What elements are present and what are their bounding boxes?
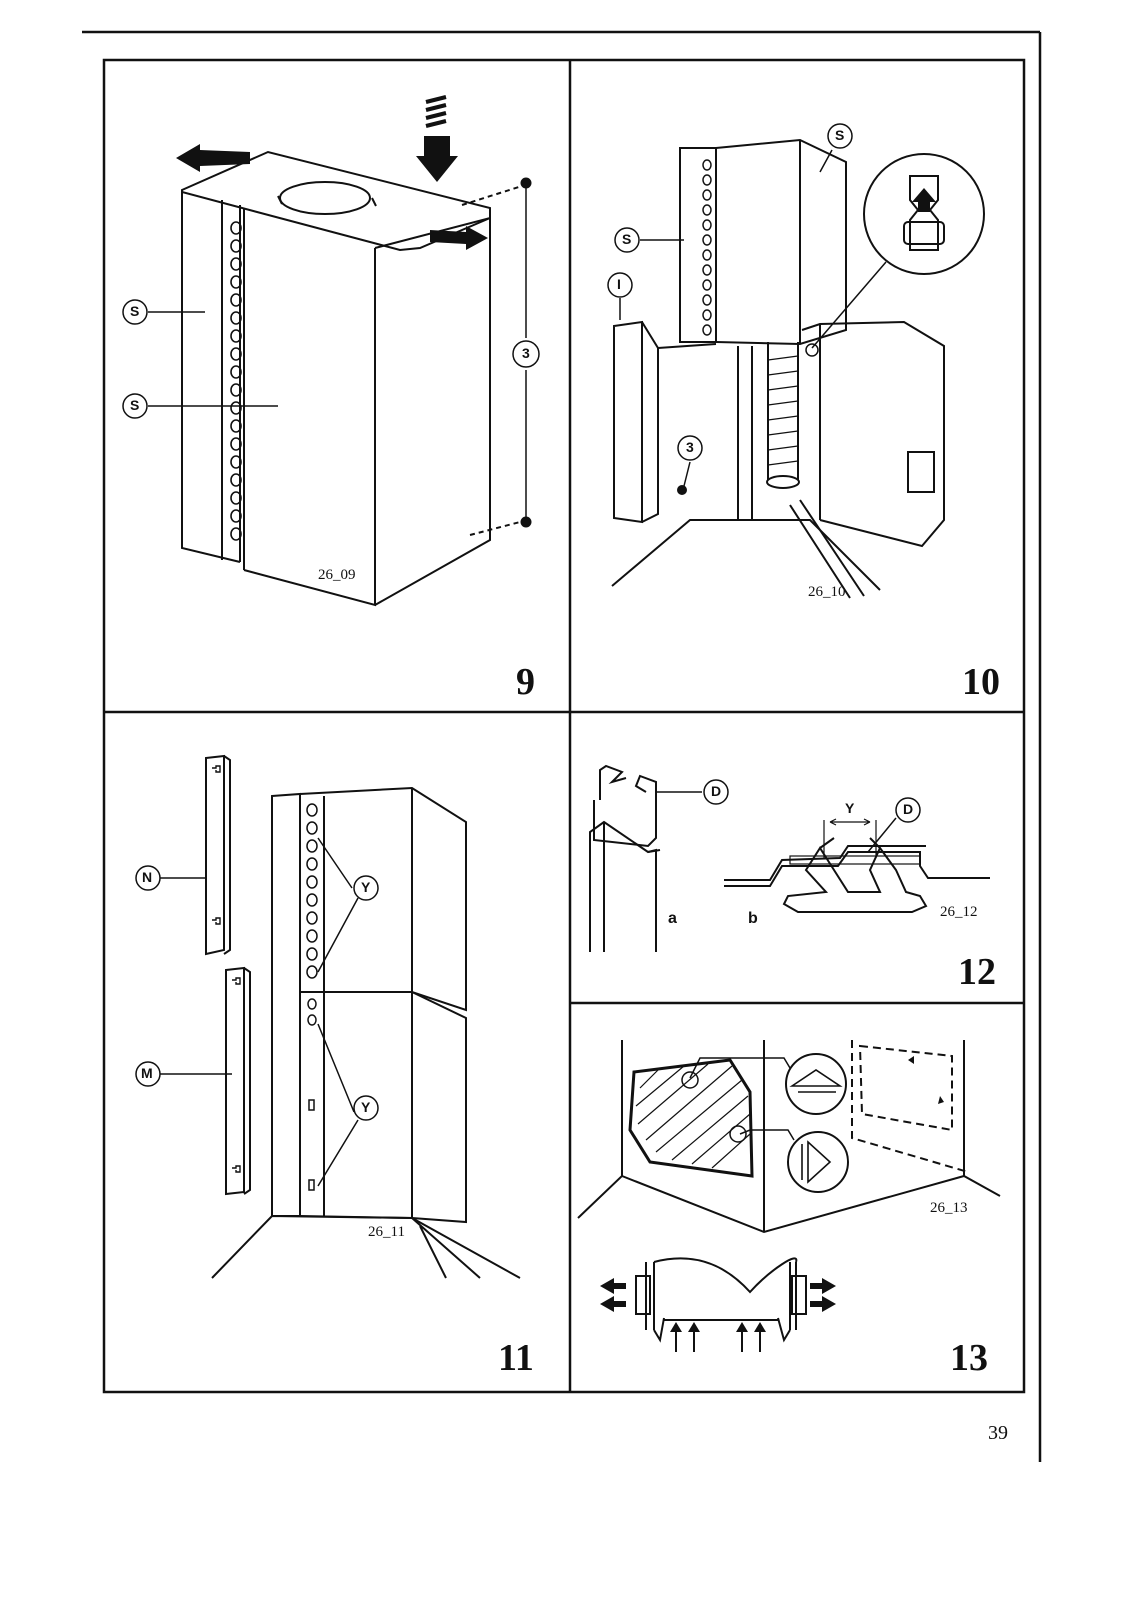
drawing-code: 26_10 <box>808 584 846 600</box>
figure-11-drawing <box>160 754 521 1279</box>
callout-y-label: Y <box>361 879 371 895</box>
figure-number: 13 <box>950 1337 988 1379</box>
figure-11-callouts <box>135 865 379 1121</box>
view-a-label: a <box>668 910 677 927</box>
callout-d-label: D <box>903 801 914 817</box>
dimension-y-label: Y <box>845 800 855 816</box>
figure-13-drawing <box>577 1040 1001 1352</box>
figure-12-callouts <box>703 779 921 823</box>
drawing-code: 26_09 <box>318 567 356 583</box>
figure-12-drawing <box>589 764 990 952</box>
figure-number: 11 <box>498 1337 534 1379</box>
view-b-label: b <box>748 910 758 927</box>
callout-d-label: D <box>711 783 722 799</box>
figure-10-drawing <box>611 138 985 599</box>
callout-m-label: M <box>141 1065 153 1081</box>
figure-9-drawing <box>148 95 532 607</box>
figure-grid <box>102 58 1026 1394</box>
callout-s-label: S <box>130 303 140 319</box>
drawing-code: 26_12 <box>940 904 978 920</box>
callout-screw-label: 3 <box>686 439 694 455</box>
figure-number: 12 <box>958 951 996 993</box>
figure-9-callouts <box>122 299 540 419</box>
callout-s-label: S <box>622 231 632 247</box>
page-number: 39 <box>988 1422 1008 1444</box>
callout-s-label: S <box>835 127 845 143</box>
figure-number: 9 <box>516 661 535 703</box>
figure-10-callouts <box>607 123 853 461</box>
callout-n-label: N <box>142 869 153 885</box>
figure-number: 10 <box>962 661 1000 703</box>
callout-y-label: Y <box>361 1099 371 1115</box>
callout-i-label: I <box>617 276 621 292</box>
callout-s-label: S <box>130 397 140 413</box>
drawing-code: 26_11 <box>368 1224 405 1240</box>
drawing-code: 26_13 <box>930 1200 968 1216</box>
callout-screw-label: 3 <box>522 345 530 361</box>
